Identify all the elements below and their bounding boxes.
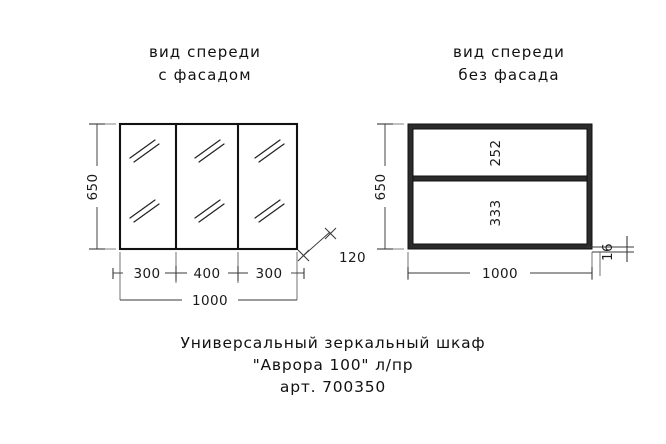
lower-compartment-value: 333 — [488, 200, 504, 227]
door-width-value-1: 300 — [134, 266, 161, 282]
cabinet-outer-body — [118, 122, 299, 251]
left-total-width-dimension: 1000 — [120, 293, 297, 309]
depth-dimension-leader: 120 — [297, 227, 366, 266]
left-height-value: 650 — [85, 174, 101, 201]
caption-line-3: арт. 700350 — [280, 378, 386, 396]
mirror-reflection-door-1 — [129, 139, 160, 223]
carcass-shelf — [413, 176, 587, 181]
left-view-title-line2: с фасадом — [158, 66, 251, 84]
upper-compartment-value: 252 — [488, 140, 504, 167]
left-view-title-line1: вид спереди — [149, 43, 261, 61]
carcass-bottom-panel — [408, 244, 592, 249]
right-total-width-dimension: 1000 — [407, 252, 593, 282]
depth-value: 120 — [339, 250, 366, 266]
carcass-top-panel — [408, 124, 592, 129]
mirror-reflection-door-3 — [254, 139, 285, 223]
panel-thickness-value: 16 — [600, 243, 616, 261]
left-height-dimension: 650 — [85, 123, 116, 250]
caption-line-2: "Аврора 100" л/пр — [253, 356, 414, 374]
left-door-width-dimensions: 300 400 300 — [112, 252, 305, 300]
left-total-width-value: 1000 — [192, 293, 228, 309]
door-width-value-3: 300 — [256, 266, 283, 282]
left-cabinet-drawing: 650 300 400 300 — [85, 122, 366, 309]
carcass-right-panel — [587, 124, 592, 249]
right-total-width-value: 1000 — [482, 266, 518, 282]
right-height-value: 650 — [373, 174, 389, 201]
door-width-value-2: 400 — [194, 266, 221, 282]
right-height-dimension: 650 — [373, 123, 404, 250]
right-view-title-line1: вид спереди — [453, 43, 565, 61]
panel-thickness-dimension: 16 — [587, 236, 634, 276]
caption-line-1: Универсальный зеркальный шкаф — [181, 334, 486, 352]
carcass-left-panel — [408, 124, 413, 249]
mirror-reflection-door-2 — [194, 139, 225, 223]
right-carcass-drawing: 252 333 650 1000 — [373, 123, 634, 282]
right-view-title-line2: без фасада — [458, 66, 559, 84]
